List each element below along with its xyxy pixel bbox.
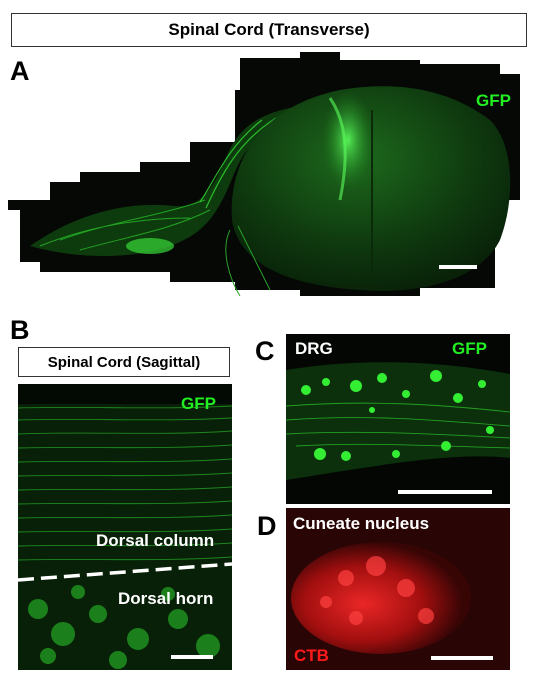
panel-c-image (286, 334, 510, 504)
region-boundary-line (18, 562, 232, 582)
drg-micrograph (286, 362, 510, 480)
spinal-cord-section (231, 86, 511, 291)
panel-c-drg-label: DRG (295, 339, 333, 358)
cuneate-nucleus-label: Cuneate nucleus (293, 514, 430, 533)
panel-a-gfp-label: GFP (476, 91, 511, 110)
dorsal-horn-texture (28, 585, 220, 669)
panel-a-image (0, 50, 549, 300)
panel-b-scale-bar (171, 655, 213, 659)
panel-d-scale-bar (431, 656, 493, 660)
panel-b-image (18, 384, 232, 670)
cuneate-micrograph (286, 508, 510, 670)
panel-d-image (286, 508, 510, 670)
panel-c-letter: C (255, 336, 275, 366)
dorsal-column-label: Dorsal column (96, 531, 215, 550)
ctb-signal (291, 542, 471, 654)
panel-c-gfp-label: GFP (452, 339, 487, 358)
panel-b-title-text: Spinal Cord (Sagittal) (47, 353, 201, 371)
panel-d-letter: D (257, 511, 277, 541)
panel-a-scale-bar (439, 265, 477, 269)
nerve-root (30, 106, 300, 257)
dorsal-column-fibers (18, 405, 232, 561)
panel-b-letter: B (10, 315, 30, 345)
panel-b-gfp-label: GFP (181, 394, 216, 413)
figure-title: Spinal Cord (Transverse) (11, 13, 527, 47)
transverse-section-micrograph (8, 52, 520, 297)
drg-cluster (126, 238, 174, 254)
panel-c-scale-bar (398, 490, 492, 494)
drg-neurons (301, 370, 494, 461)
sagittal-section-micrograph (18, 384, 232, 670)
dorsal-horn-signal (322, 90, 374, 190)
panel-a-letter: A (10, 56, 30, 86)
panel-d-ctb-label: CTB (294, 646, 329, 665)
figure-title-text: Spinal Cord (Transverse) (168, 20, 370, 39)
panel-b-title: Spinal Cord (Sagittal) (18, 347, 230, 377)
dorsal-horn-label: Dorsal horn (118, 589, 214, 608)
